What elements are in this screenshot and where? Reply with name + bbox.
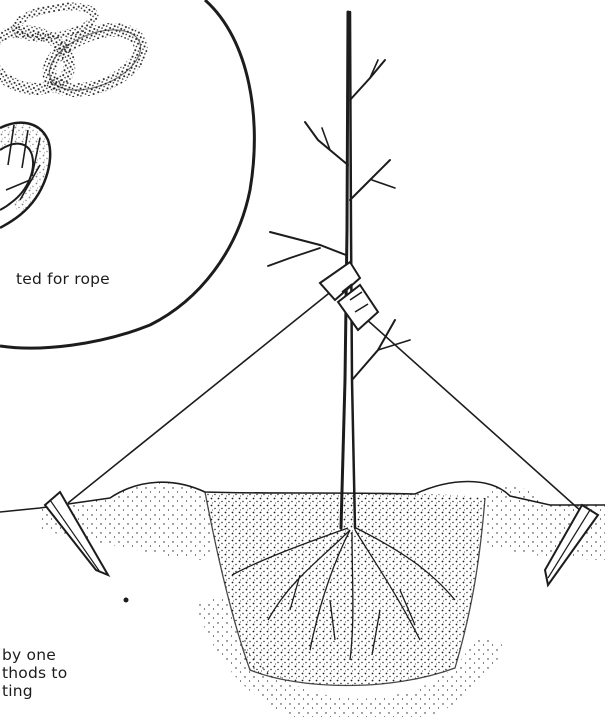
rope-loop-icon (0, 1, 149, 102)
figure-caption: by one thods to ting (2, 646, 67, 700)
hose-ring-icon (0, 123, 50, 228)
caption-line-2: thods to (2, 664, 67, 682)
guy-wire-icon (68, 290, 582, 512)
guy-wire-left (68, 290, 333, 503)
guy-wire-right (365, 318, 582, 512)
soil-mound-icon (0, 482, 605, 715)
inset-caption: ted for rope (16, 270, 110, 288)
caption-line-1: by one (2, 646, 67, 664)
caption-line-3: ting (2, 682, 67, 700)
inset-detail (0, 0, 254, 348)
trunk-collar-icon (320, 262, 378, 330)
ink-dot (124, 598, 129, 603)
